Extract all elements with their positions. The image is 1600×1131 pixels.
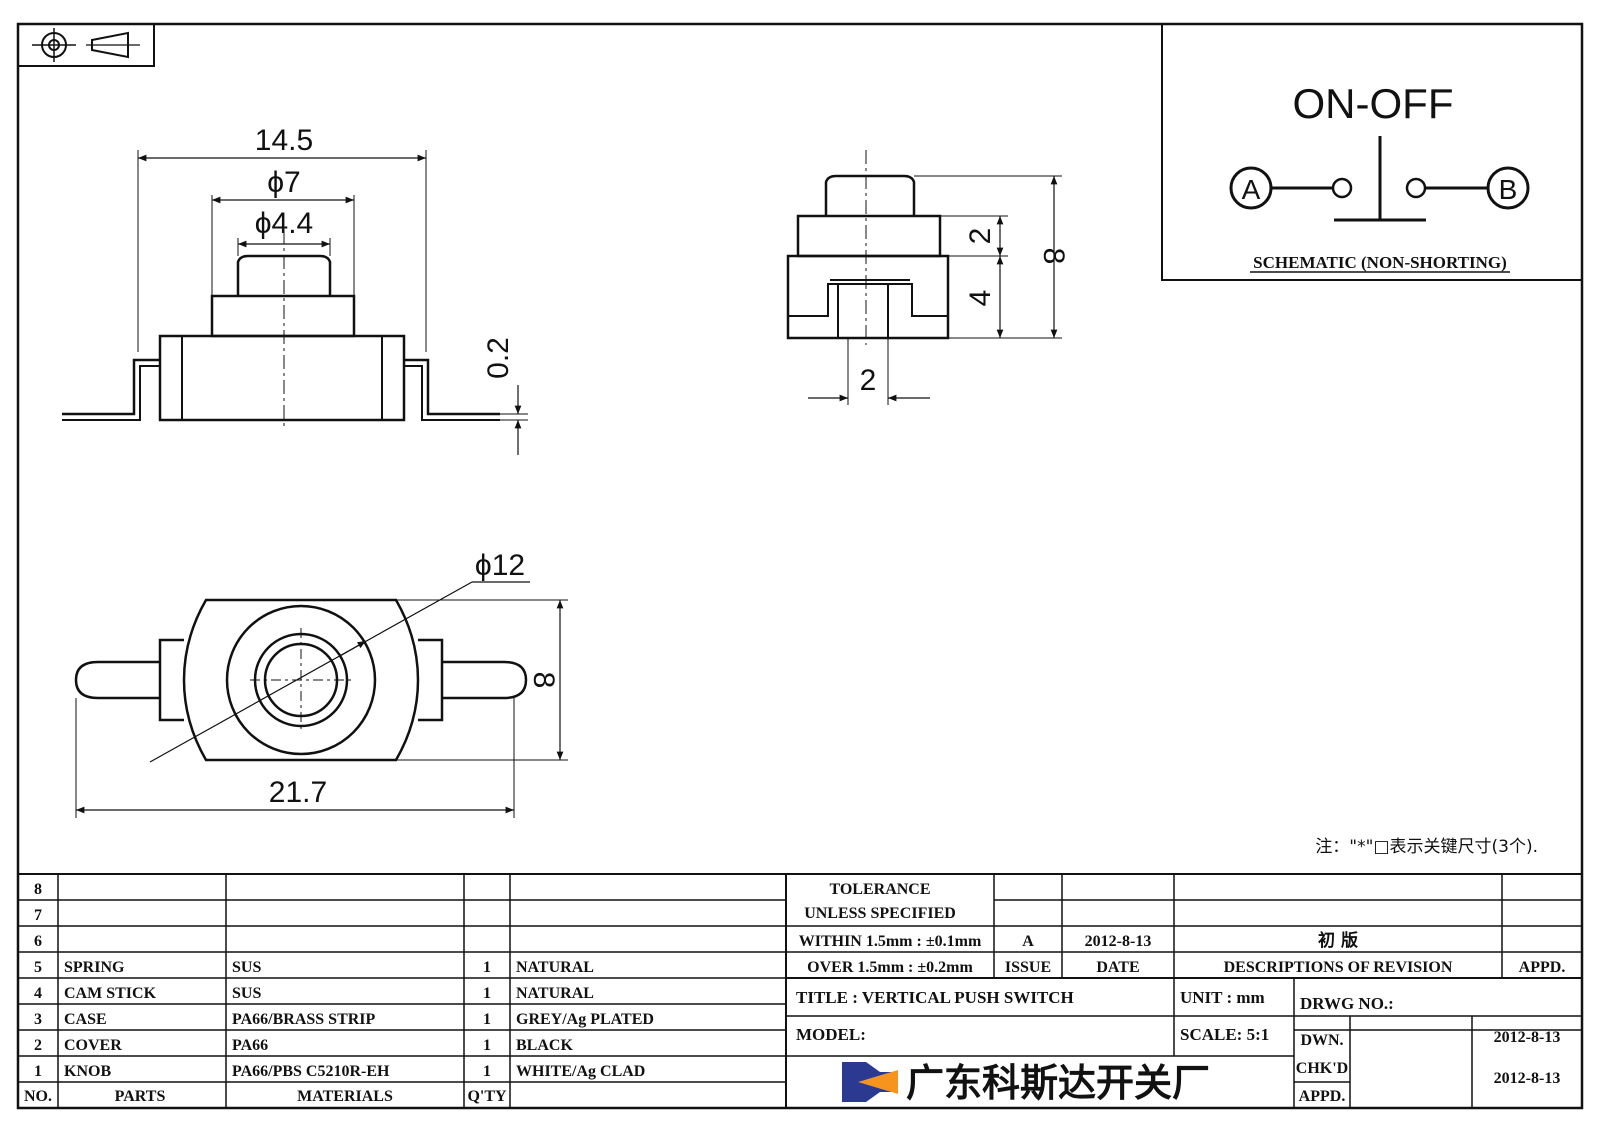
bom-row-no: 5	[34, 959, 42, 976]
dim-height-8-top: 8	[527, 672, 560, 689]
bom-row-finish: NATURAL	[516, 985, 594, 1002]
bom-row-qty: 1	[483, 1063, 491, 1080]
bom-row-finish: BLACK	[516, 1037, 573, 1054]
bom-row-finish: GREY/Ag PLATED	[516, 1011, 654, 1028]
bom-row-qty: 1	[483, 1011, 491, 1028]
company-name: 广东科斯达开关厂	[906, 1061, 1210, 1105]
date-value: 2012-8-13	[1085, 933, 1152, 950]
bom-row-no: 6	[34, 933, 42, 950]
drawn-date: 2012-8-13	[1494, 1029, 1561, 1046]
dim-length-21-7: 21.7	[269, 776, 327, 809]
front-view: 14.5 ϕ7 ϕ4.4 0.2	[62, 124, 528, 455]
drawing-number-label: DRWG NO.:	[1300, 994, 1394, 1013]
bom-row-part: COVER	[64, 1037, 122, 1054]
dim-height-8-side: 8	[1037, 248, 1070, 265]
drawn-label: DWN.	[1300, 1032, 1343, 1049]
tolerance-within: WITHIN 1.5mm : ±0.1mm	[799, 933, 982, 950]
date-label: DATE	[1096, 959, 1139, 976]
bom-row-finish: WHITE/Ag CLAD	[516, 1063, 645, 1080]
bom-row-finish: NATURAL	[516, 959, 594, 976]
tolerance-line-1: TOLERANCE	[829, 881, 930, 898]
dim-slot-2: 2	[860, 364, 877, 397]
projection-symbol	[17, 23, 155, 67]
dim-height-4: 4	[964, 290, 997, 307]
bom-header-parts: PARTS	[115, 1088, 166, 1105]
bom-row-material: PA66/PBS C5210R-EH	[232, 1063, 390, 1080]
dim-height-2: 2	[964, 228, 997, 245]
dim-dia-12: ϕ12	[475, 549, 525, 582]
scale-label: SCALE: 5:1	[1180, 1025, 1269, 1044]
bom-row-qty: 1	[483, 985, 491, 1002]
schematic-title: ON-OFF	[1293, 80, 1454, 127]
bom-row-no: 1	[34, 1063, 42, 1080]
bom-row-material: PA66	[232, 1037, 268, 1054]
bom-table: 8 7 6 5 SPRING SUS 1 NATURAL 4 CAM STICK…	[17, 873, 787, 1109]
terminal-b-circle	[1486, 166, 1530, 210]
model-label: MODEL:	[796, 1025, 866, 1044]
bom-row-part: CASE	[64, 1011, 107, 1028]
bom-row-material: SUS	[232, 959, 261, 976]
dim-dia-4-4: ϕ4.4	[255, 207, 314, 240]
bom-row-qty: 1	[483, 1037, 491, 1054]
bom-row-no: 4	[34, 985, 42, 1002]
bom-row-part: CAM STICK	[64, 985, 157, 1002]
tolerance-over: OVER 1.5mm : ±0.2mm	[807, 959, 973, 976]
bom-row-material: SUS	[232, 985, 261, 1002]
company-logo	[842, 1062, 898, 1102]
top-view: ϕ12 8 21.7	[74, 549, 568, 818]
bom-header-no: NO.	[24, 1088, 52, 1105]
approved-sign-label: APPD.	[1299, 1088, 1346, 1105]
bom-row-qty: 1	[483, 959, 491, 976]
side-view: 2 4 8 2	[786, 150, 1070, 405]
bom-row-no: 2	[34, 1037, 42, 1054]
schematic-caption: SCHEMATIC (NON-SHORTING)	[1253, 253, 1507, 272]
dim-thick-0-2: 0.2	[482, 337, 515, 379]
issue-label: ISSUE	[1005, 959, 1051, 976]
bom-row-part: KNOB	[64, 1063, 111, 1080]
checked-date: 2012-8-13	[1494, 1070, 1561, 1087]
bom-row-no: 3	[34, 1011, 42, 1028]
terminal-a-label: A	[1242, 174, 1261, 205]
bom-header-qty: Q'TY	[467, 1088, 507, 1105]
bom-row-no: 7	[34, 907, 42, 924]
schematic-panel: ON-OFF A B SCHEMATIC (NON-SHORTING)	[1161, 23, 1583, 281]
bom-row-no: 8	[34, 881, 42, 898]
dim-width-14-5: 14.5	[255, 124, 313, 157]
dim-dia-7: ϕ7	[267, 166, 301, 199]
checked-label: CHK'D	[1296, 1060, 1348, 1077]
unit-label: UNIT : mm	[1180, 988, 1265, 1007]
bom-row-part: SPRING	[64, 959, 125, 976]
approved-label: APPD.	[1519, 959, 1566, 976]
terminal-b-label: B	[1499, 174, 1518, 205]
tolerance-line-2: UNLESS SPECIFIED	[804, 905, 956, 922]
drawing-title: TITLE : VERTICAL PUSH SWITCH	[796, 988, 1074, 1007]
title-block: TOLERANCE UNLESS SPECIFIED WITHIN 1.5mm …	[785, 873, 1583, 1109]
bom-header-materials: MATERIALS	[297, 1088, 393, 1105]
bom-row-material: PA66/BRASS STRIP	[232, 1011, 376, 1028]
descriptions-label: DESCRIPTIONS OF REVISION	[1224, 959, 1453, 976]
key-dimension-note: 注："*"□表示关键尺寸(3个).	[1315, 837, 1538, 857]
revision-value: 初 版	[1318, 930, 1358, 951]
issue-value: A	[1022, 933, 1034, 950]
